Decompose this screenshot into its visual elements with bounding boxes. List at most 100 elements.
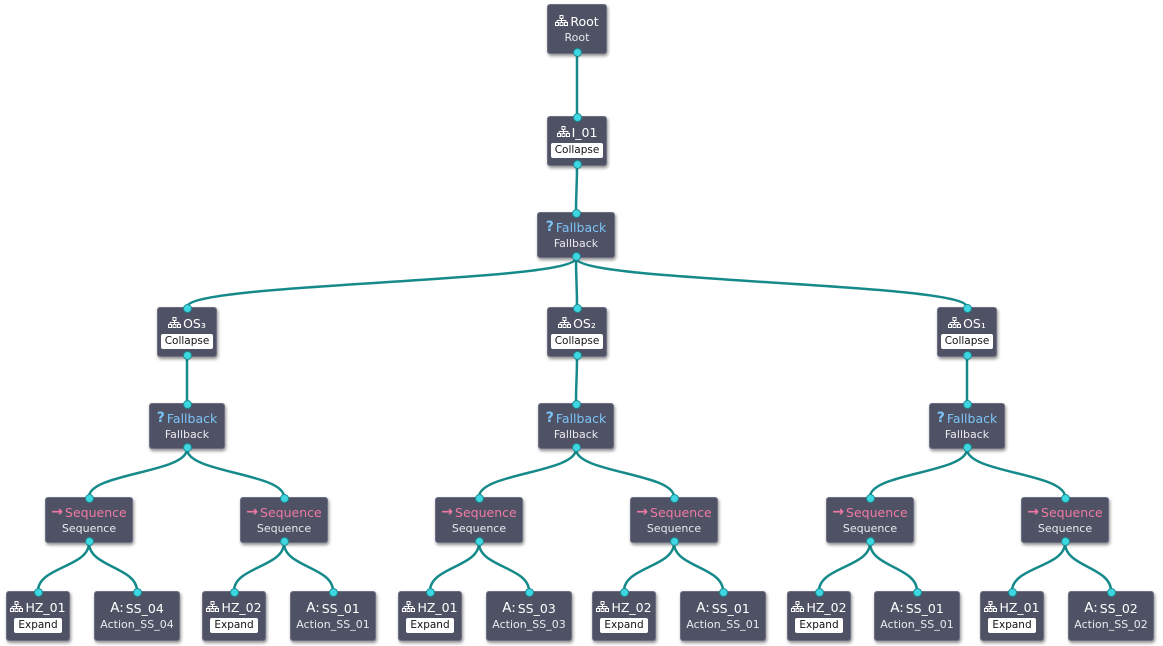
input-port[interactable] [866, 494, 875, 503]
node-subtitle: Action_SS_01 [686, 617, 760, 631]
input-port[interactable] [34, 588, 43, 597]
output-port[interactable] [963, 443, 972, 452]
node-title-text: HZ_01 [417, 599, 458, 615]
node-subtree-os2[interactable]: OS₂ Collapse [547, 304, 607, 360]
input-port[interactable] [329, 588, 338, 597]
arrow-right-icon: → [636, 503, 649, 520]
output-port[interactable] [573, 351, 582, 360]
input-port[interactable] [573, 113, 582, 122]
node-subtitle: Action_SS_03 [492, 617, 566, 631]
expand-button[interactable]: Expand [210, 617, 258, 633]
node-title: →Sequence [246, 504, 321, 520]
collapse-button[interactable]: Collapse [550, 142, 604, 158]
node-subtitle: Sequence [61, 521, 117, 535]
sitemap-icon [402, 600, 416, 615]
input-port[interactable] [572, 400, 581, 409]
expand-button[interactable]: Expand [14, 617, 62, 633]
input-port[interactable] [963, 400, 972, 409]
input-port[interactable] [1107, 588, 1116, 597]
expand-button[interactable]: Expand [988, 617, 1036, 633]
input-port[interactable] [572, 209, 581, 218]
node-subtitle: Action_SS_01 [296, 617, 370, 631]
node-title-text: SS_01 [321, 600, 360, 616]
node-subtitle: Fallback [164, 427, 210, 441]
output-port[interactable] [183, 351, 192, 360]
input-port[interactable] [670, 494, 679, 503]
node-title-text: Sequence [846, 504, 908, 520]
collapse-button[interactable]: Collapse [550, 333, 604, 349]
output-port[interactable] [85, 537, 94, 546]
edge-fb1-sq2 [185, 448, 286, 498]
input-port[interactable] [280, 494, 289, 503]
output-port[interactable] [670, 537, 679, 546]
input-port[interactable] [719, 588, 728, 597]
input-port[interactable] [1008, 588, 1017, 597]
input-port[interactable] [133, 588, 142, 597]
input-port[interactable] [573, 304, 582, 313]
edge-fb3-sq6 [965, 448, 1067, 498]
input-port[interactable] [963, 304, 972, 313]
node-subtitle: Fallback [944, 427, 990, 441]
output-port[interactable] [572, 252, 581, 261]
output-port[interactable] [573, 160, 582, 169]
input-port[interactable] [1061, 494, 1070, 503]
node-title-text: HZ_02 [611, 599, 652, 615]
expand-button[interactable]: Expand [406, 617, 454, 633]
input-port[interactable] [525, 588, 534, 597]
input-port[interactable] [815, 588, 824, 597]
node-title: A:SS_01 [890, 600, 944, 616]
output-port[interactable] [573, 48, 582, 57]
input-port[interactable] [183, 304, 192, 313]
node-subtitle: Root [564, 30, 590, 44]
collapse-button[interactable]: Collapse [160, 333, 214, 349]
output-port[interactable] [572, 443, 581, 452]
input-port[interactable] [230, 588, 239, 597]
expand-button[interactable]: Expand [600, 617, 648, 633]
output-port[interactable] [280, 537, 289, 546]
node-title-text: HZ_01 [25, 599, 66, 615]
expand-button[interactable]: Expand [795, 617, 843, 633]
node-title: I_01 [556, 125, 597, 140]
collapse-button[interactable]: Collapse [940, 333, 994, 349]
sitemap-icon [555, 14, 569, 29]
node-title-text: OS₂ [573, 315, 596, 331]
input-port[interactable] [620, 588, 629, 597]
input-port[interactable] [183, 400, 192, 409]
output-port[interactable] [1061, 537, 1070, 546]
output-port[interactable] [963, 351, 972, 360]
output-port[interactable] [866, 537, 875, 546]
edge-fb1-sq1 [87, 448, 189, 498]
input-port[interactable] [475, 494, 484, 503]
input-port[interactable] [426, 588, 435, 597]
output-port[interactable] [183, 443, 192, 452]
input-port[interactable] [85, 494, 94, 503]
output-port[interactable] [475, 537, 484, 546]
input-port[interactable] [913, 588, 922, 597]
